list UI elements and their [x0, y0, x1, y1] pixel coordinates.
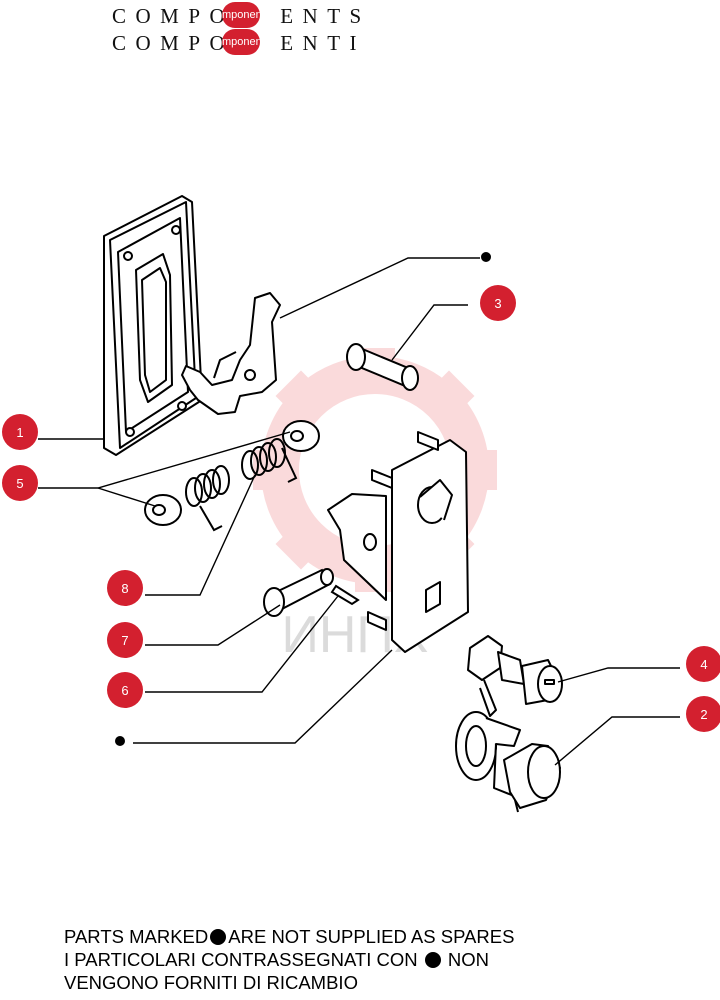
part-bracket	[327, 431, 469, 653]
callout-2: 2	[686, 696, 720, 732]
callout-7: 7	[107, 622, 143, 658]
header-en-right: ENTS	[280, 4, 371, 28]
header-it-left: COMPO	[112, 31, 235, 55]
bullet-icon	[210, 929, 227, 945]
bullet-marker-bottom	[115, 736, 125, 746]
part-cotter-pin	[330, 584, 360, 606]
callout-4: 4	[686, 646, 720, 682]
svg-text:6: 6	[121, 683, 128, 698]
svg-text:1: 1	[16, 425, 23, 440]
callout-3: 3	[480, 285, 516, 321]
part-plate	[103, 195, 203, 456]
svg-text:3: 3	[494, 296, 501, 311]
header-badge-italian: mponen	[222, 29, 260, 55]
header-badge-english: mponen	[222, 2, 260, 28]
part-lock-cap	[455, 711, 561, 813]
bullet-marker-top	[481, 252, 491, 262]
callout-8: 8	[107, 570, 143, 606]
svg-text:2: 2	[700, 707, 707, 722]
header-title-italian: COMPO ENTI	[112, 31, 366, 56]
svg-text:8: 8	[121, 581, 128, 596]
part-latch-hook	[181, 292, 281, 415]
header-it-right: ENTI	[280, 31, 367, 55]
part-clevis-pin	[263, 568, 334, 617]
callout-6: 6	[107, 672, 143, 708]
callout-5: 5	[2, 465, 38, 501]
leader-lines	[38, 257, 680, 766]
part-washers	[144, 420, 320, 526]
part-lock-cylinder	[467, 635, 563, 717]
exploded-parts-diagram: ИНПХ	[2, 195, 720, 813]
svg-text:4: 4	[700, 657, 707, 672]
part-springs	[185, 438, 298, 532]
part-pin	[346, 343, 419, 391]
svg-text:5: 5	[16, 476, 23, 491]
bullet-icon	[424, 952, 441, 968]
footer-line-3: VENGONO FORNITI DI RICAMBIO	[64, 972, 358, 993]
header-title-english: COMPO ENTS	[112, 4, 371, 29]
svg-text:7: 7	[121, 633, 128, 648]
callout-1: 1	[2, 414, 38, 450]
footer-line-2: I PARTICOLARI CONTRASSEGNATI CON NON	[64, 949, 490, 970]
header-en-left: COMPO	[112, 4, 235, 28]
